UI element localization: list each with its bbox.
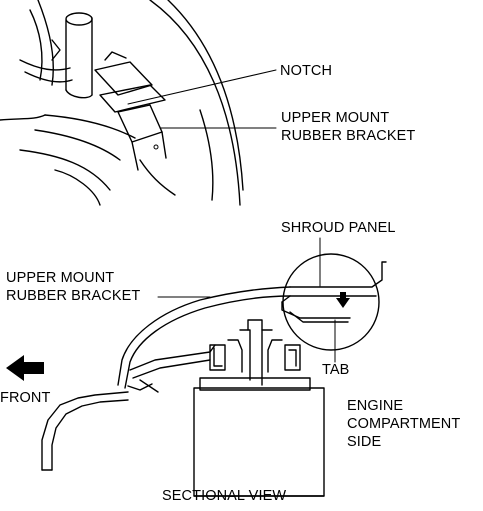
upper-mount-label-section-line2: RUBBER BRACKET (6, 288, 141, 304)
upper-mount-label-section-line1: UPPER MOUNT (6, 270, 115, 286)
engine-label-line3: SIDE (347, 434, 382, 450)
tab-label: TAB (322, 362, 350, 378)
down-arrow-icon (336, 292, 350, 308)
front-label: FRONT (0, 390, 51, 406)
upper-mount-label-top-line2: RUBBER BRACKET (281, 128, 416, 144)
left-arrow-icon (6, 355, 44, 381)
sectional-view-caption: SECTIONAL VIEW (162, 488, 287, 504)
upper-mount-label-top-line1: UPPER MOUNT (281, 110, 390, 126)
engine-label-line2: COMPARTMENT (347, 416, 461, 432)
notch-label: NOTCH (280, 63, 333, 79)
engine-label-line1: ENGINE (347, 398, 404, 414)
shroud-panel-label: SHROUD PANEL (281, 220, 396, 236)
